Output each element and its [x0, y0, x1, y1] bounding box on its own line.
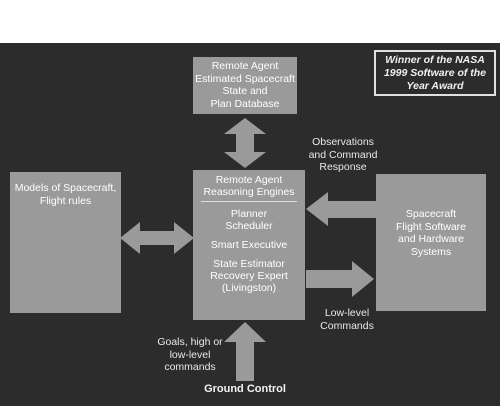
low-level-line: Low-level — [324, 307, 370, 319]
reasoning-title: Remote Agent Reasoning Engines — [193, 174, 305, 198]
low-level-commands-arrow — [306, 261, 374, 297]
award-line: Winner of the NASA — [385, 54, 485, 66]
database-reasoning-arrow — [224, 118, 266, 168]
scheduler-label: Scheduler — [225, 220, 273, 232]
smart-executive-label: Smart Executive — [210, 239, 288, 251]
estimator-line: Recovery Expert — [210, 270, 288, 282]
spacecraft-systems-box: Spacecraft Flight Software and Hardware … — [376, 174, 486, 311]
models-line: Flight rules — [39, 194, 92, 207]
ground-control-label: Ground Control — [204, 383, 286, 395]
low-level-line: Commands — [320, 319, 374, 332]
observations-line: Observations — [312, 136, 374, 148]
spacecraft-line: Spacecraft — [405, 208, 457, 220]
goals-line: Goals, high or — [157, 336, 223, 348]
spacecraft-line: Flight Software — [395, 220, 467, 233]
database-line: Remote Agent — [211, 60, 279, 72]
database-line: Estimated Spacecraft — [195, 72, 295, 85]
award-badge: Winner of the NASA 1999 Software of the … — [374, 50, 496, 96]
observations-line: and Command — [308, 148, 378, 161]
observations-arrow — [306, 192, 376, 226]
models-reasoning-arrow — [120, 222, 194, 254]
goals-line: commands — [164, 361, 216, 373]
award-line: 1999 Software of the — [383, 67, 487, 79]
planner-label: Planner — [230, 208, 268, 220]
goals-line: low-level — [169, 348, 211, 361]
database-line: State and — [222, 85, 268, 97]
reasoning-engines-box: Remote Agent Reasoning Engines Planner S… — [193, 170, 305, 320]
state-plan-database-box: Remote Agent Estimated Spacecraft State … — [193, 57, 297, 114]
estimator-line: State Estimator — [213, 258, 285, 270]
award-line: Year Award — [406, 80, 464, 92]
observations-line: Response — [319, 161, 367, 173]
goals-label: Goals, high or low-level commands — [152, 336, 228, 374]
reasoning-divider — [201, 201, 297, 202]
observations-label: Observations and Command Response — [298, 136, 388, 174]
goals-arrow — [224, 322, 266, 381]
estimator-block: State Estimator Recovery Expert (Livings… — [193, 258, 305, 294]
low-level-commands-label: Low-level Commands — [312, 307, 382, 332]
spacecraft-line: Systems — [410, 245, 452, 258]
reasoning-title-line: Remote Agent — [215, 174, 283, 186]
spacecraft-line: and Hardware — [398, 233, 464, 245]
reasoning-title-line: Reasoning Engines — [203, 186, 295, 198]
models-box: Models of Spacecraft, Flight rules — [10, 172, 121, 313]
estimator-line: (Livingston) — [221, 282, 277, 294]
models-line: Models of Spacecraft, — [14, 182, 117, 194]
database-line: Plan Database — [210, 97, 280, 110]
